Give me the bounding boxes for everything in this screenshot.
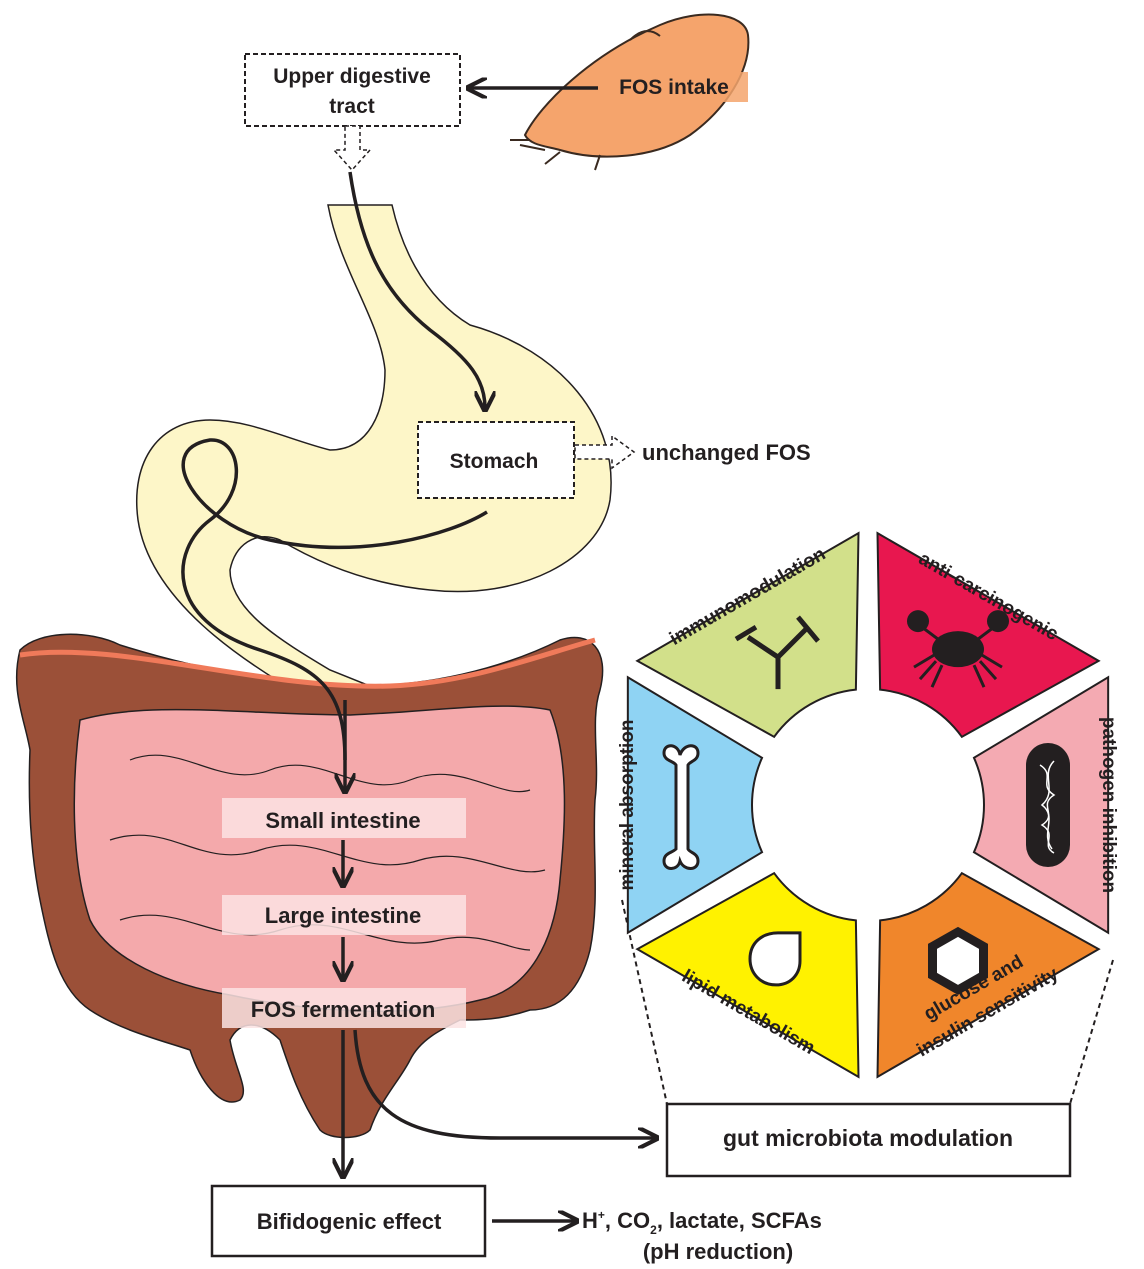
large-intestine-label-group: Large intestine	[222, 895, 466, 935]
wheel-center	[760, 697, 976, 913]
stomach-box: Stomach	[418, 422, 574, 498]
bacterium-icon	[1026, 743, 1070, 867]
products-label: H+, CO2, lactate, SCFAs	[582, 1208, 822, 1237]
gut-modulation-box: gut microbiota modulation	[667, 1104, 1070, 1176]
wheel-label-5: mineral absorption	[617, 719, 638, 890]
droplet-icon	[750, 933, 800, 985]
bifidogenic-box: Bifidogenic effect	[212, 1186, 485, 1256]
upper-tract-down-arrow	[334, 126, 370, 170]
ph-reduction-label: (pH reduction)	[643, 1239, 793, 1264]
wheel-label-2: pathogen inhibition	[1098, 717, 1119, 893]
wheel-connector-right	[1070, 960, 1113, 1104]
upper-tract-label-1: Upper digestive	[273, 65, 431, 88]
upper-digestive-tract-box: Upper digestive tract	[245, 54, 460, 126]
upper-tract-label-2: tract	[329, 95, 375, 118]
unchanged-fos-label: unchanged FOS	[642, 440, 811, 465]
bifidogenic-label: Bifidogenic effect	[257, 1209, 442, 1234]
intestines-illustration	[17, 634, 603, 1137]
small-intestine-label: Small intestine	[265, 808, 420, 833]
fermentation-label-group: FOS fermentation	[222, 988, 466, 1028]
large-intestine-label: Large intestine	[265, 903, 421, 928]
stomach-label: Stomach	[450, 450, 539, 473]
fos-intake-label-group: FOS intake	[600, 72, 748, 102]
small-intestine-label-group: Small intestine	[222, 798, 466, 838]
fos-intake-label: FOS intake	[619, 76, 729, 99]
gut-modulation-label: gut microbiota modulation	[723, 1125, 1013, 1151]
fermentation-label: FOS fermentation	[251, 997, 436, 1022]
